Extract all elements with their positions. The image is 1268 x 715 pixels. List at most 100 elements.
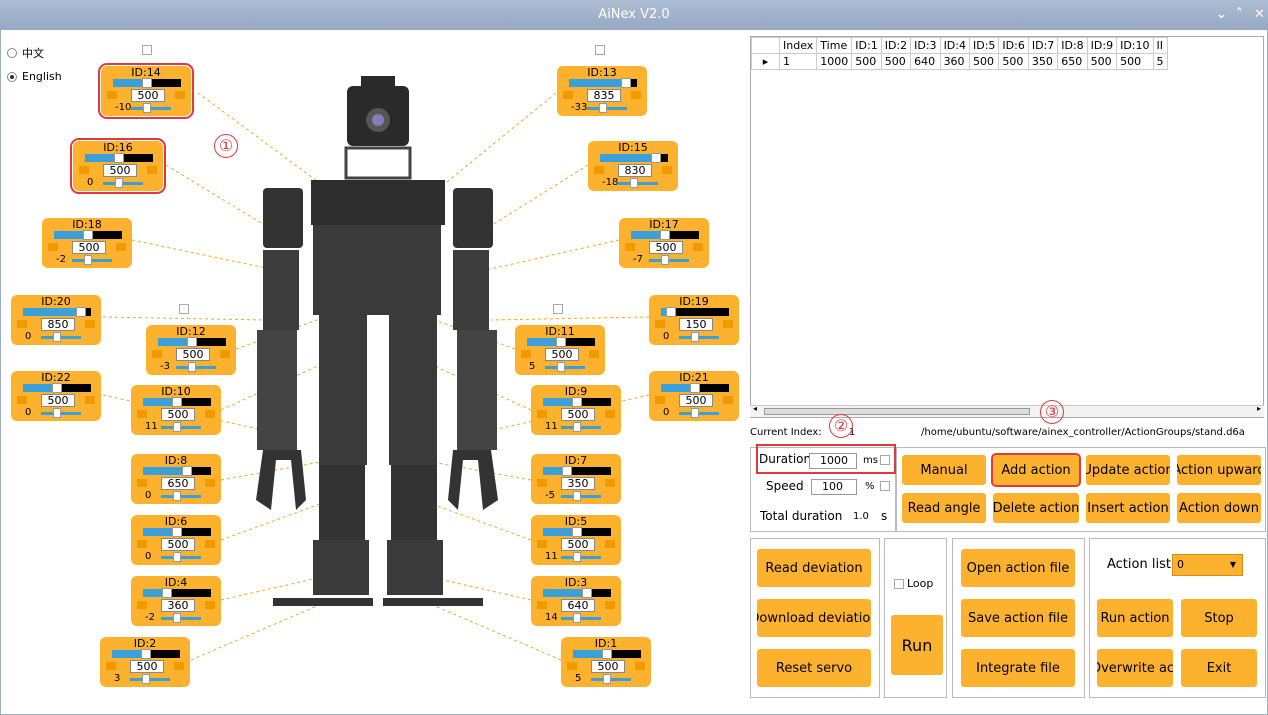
increment-icon[interactable]	[635, 662, 645, 670]
table-header-cell[interactable]: ID:10	[1116, 37, 1154, 54]
servo-value-input[interactable]: 500	[103, 164, 137, 177]
servo-value-input[interactable]: 500	[131, 89, 165, 102]
deviation-slider[interactable]	[72, 255, 112, 265]
slider-handle[interactable]	[173, 552, 181, 562]
servo-value-input[interactable]: 835	[587, 89, 621, 102]
servo-position-slider[interactable]	[54, 230, 122, 240]
exit-button[interactable]: Exit	[1181, 649, 1257, 687]
slider-handle[interactable]	[690, 383, 700, 393]
increment-icon[interactable]	[85, 396, 95, 404]
servo-position-slider[interactable]	[143, 527, 211, 537]
table-header-cell[interactable]: Index	[778, 37, 818, 54]
servo-position-slider[interactable]	[543, 466, 611, 476]
add-action-button[interactable]: Add action	[991, 453, 1081, 487]
servo-position-slider[interactable]	[661, 383, 729, 393]
table-cell[interactable]: 500	[1086, 53, 1118, 70]
minimize-icon[interactable]: ⌄	[1216, 7, 1227, 22]
decrement-icon[interactable]	[152, 350, 162, 358]
increment-icon[interactable]	[174, 662, 184, 670]
stop-button[interactable]: Stop	[1181, 599, 1257, 637]
scroll-right-icon[interactable]: ▸	[1256, 404, 1261, 413]
increment-icon[interactable]	[605, 479, 615, 487]
deviation-slider[interactable]	[41, 408, 81, 418]
slider-handle[interactable]	[188, 362, 196, 372]
servo-position-slider[interactable]	[23, 383, 91, 393]
servo-value-input[interactable]: 500	[72, 241, 106, 254]
decrement-icon[interactable]	[137, 410, 147, 418]
servo-value-input[interactable]: 150	[679, 318, 713, 331]
table-header-cell[interactable]: II	[1152, 37, 1168, 54]
table-header-cell[interactable]: ID:2	[880, 37, 912, 54]
servo-position-slider[interactable]	[631, 230, 699, 240]
servo-position-slider[interactable]	[527, 337, 595, 347]
slider-handle[interactable]	[182, 466, 192, 476]
increment-icon[interactable]	[723, 396, 733, 404]
run-action-button[interactable]: Run action	[1097, 599, 1173, 637]
slider-handle[interactable]	[173, 491, 181, 501]
servo-value-input[interactable]: 360	[161, 599, 195, 612]
scroll-thumb[interactable]	[764, 408, 1030, 415]
deviation-slider[interactable]	[41, 332, 81, 342]
decrement-icon[interactable]	[521, 350, 531, 358]
insert-action-button[interactable]: Insert action	[1086, 493, 1170, 523]
servo-position-slider[interactable]	[158, 337, 226, 347]
increment-icon[interactable]	[605, 601, 615, 609]
decrement-icon[interactable]	[655, 320, 665, 328]
increment-icon[interactable]	[589, 350, 599, 358]
table-cell[interactable]: 350	[1027, 53, 1059, 70]
slider-handle[interactable]	[557, 362, 565, 372]
action-list-select[interactable]: 0▼	[1172, 554, 1243, 576]
checkbox-left-leg[interactable]	[179, 304, 189, 314]
table-header-cell[interactable]: ID:4	[939, 37, 970, 54]
overwrite-action-button[interactable]: Overwrite act	[1097, 649, 1173, 687]
scroll-left-icon[interactable]: ◂	[753, 404, 758, 413]
table-cell[interactable]: 500	[851, 53, 882, 70]
slider-handle[interactable]	[630, 178, 638, 188]
increment-icon[interactable]	[662, 166, 672, 174]
decrement-icon[interactable]	[79, 166, 89, 174]
table-header-cell[interactable]: ID:1	[851, 37, 882, 54]
read-deviation-button[interactable]: Read deviation	[757, 549, 871, 587]
servo-value-input[interactable]: 500	[41, 394, 75, 407]
slider-handle[interactable]	[173, 422, 181, 432]
increment-icon[interactable]	[605, 410, 615, 418]
table-header-cell[interactable]: ID:8	[1057, 37, 1088, 54]
slider-handle[interactable]	[691, 408, 699, 418]
decrement-icon[interactable]	[537, 601, 547, 609]
slider-handle[interactable]	[84, 255, 92, 265]
deviation-slider[interactable]	[161, 491, 201, 501]
decrement-icon[interactable]	[48, 243, 58, 251]
checkbox-right-arm[interactable]	[595, 45, 605, 55]
servo-position-slider[interactable]	[85, 153, 153, 163]
servo-position-slider[interactable]	[143, 588, 211, 598]
servo-position-slider[interactable]	[569, 78, 637, 88]
decrement-icon[interactable]	[107, 91, 117, 99]
servo-position-slider[interactable]	[543, 527, 611, 537]
table-cell[interactable]: 500	[968, 53, 1000, 70]
slider-handle[interactable]	[52, 383, 62, 393]
table-header-cell[interactable]: ID:7	[1027, 37, 1059, 54]
slider-handle[interactable]	[621, 78, 631, 88]
decrement-icon[interactable]	[137, 479, 147, 487]
slider-handle[interactable]	[666, 307, 676, 317]
deviation-slider[interactable]	[679, 332, 719, 342]
slider-handle[interactable]	[691, 332, 699, 342]
slider-handle[interactable]	[573, 552, 581, 562]
manual-button[interactable]: Manual	[902, 455, 986, 485]
checkbox-left-arm[interactable]	[142, 45, 152, 55]
servo-value-input[interactable]: 650	[161, 477, 195, 490]
deviation-slider[interactable]	[161, 422, 201, 432]
slider-handle[interactable]	[572, 527, 582, 537]
decrement-icon[interactable]	[537, 540, 547, 548]
slider-handle[interactable]	[602, 649, 612, 659]
increment-icon[interactable]	[175, 91, 185, 99]
